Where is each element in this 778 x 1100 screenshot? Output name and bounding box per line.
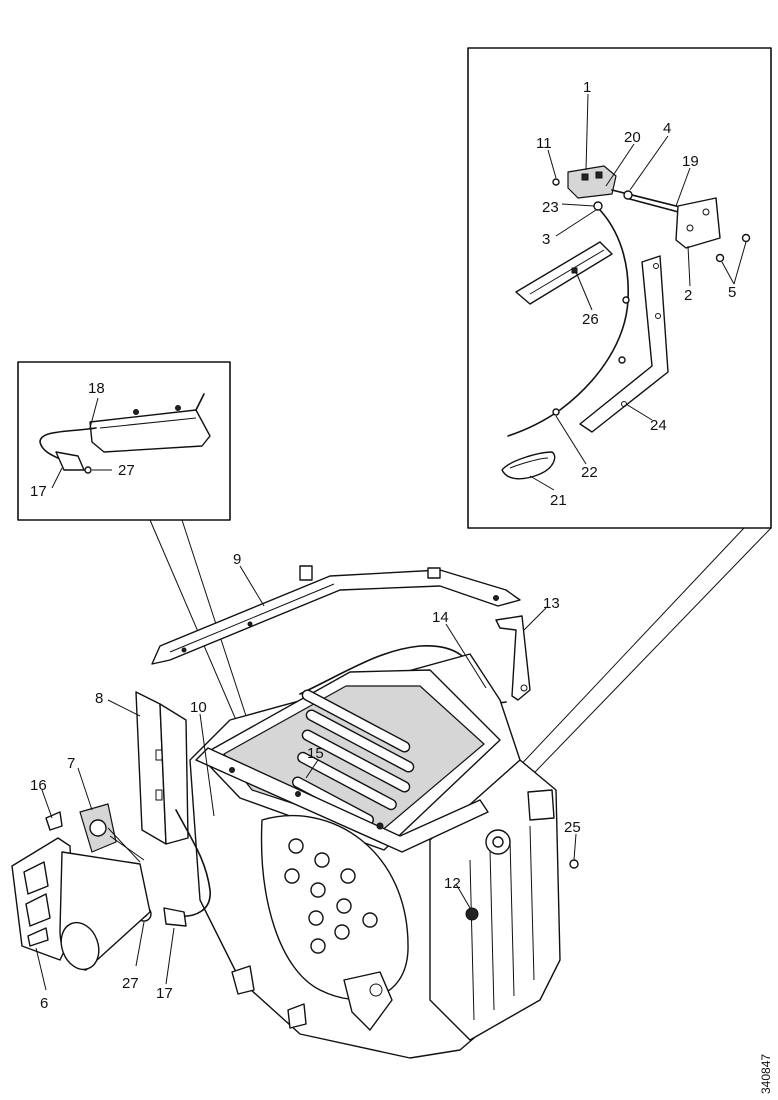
callout-10: 10	[190, 699, 207, 716]
callout-27-detail: 27	[118, 462, 135, 479]
callout-13: 13	[543, 595, 560, 612]
callout-26: 26	[582, 311, 599, 328]
callout-16: 16	[30, 777, 47, 794]
callout-14: 14	[432, 609, 449, 626]
machine-cabinet	[189, 653, 579, 1059]
detail-box-left	[17, 361, 247, 721]
callout-24: 24	[650, 417, 667, 434]
callout-7: 7	[67, 755, 75, 772]
callout-20: 20	[624, 129, 641, 146]
callout-1: 1	[583, 79, 591, 96]
callout-15: 15	[307, 745, 324, 762]
callout-18: 18	[88, 380, 105, 397]
callout-19: 19	[682, 153, 699, 170]
callout-8: 8	[95, 690, 103, 707]
callout-17-detail: 17	[30, 483, 47, 500]
callout-6: 6	[40, 995, 48, 1012]
callout-25: 25	[564, 819, 581, 836]
callout-21: 21	[550, 492, 567, 509]
top-frame-bar-9	[151, 565, 521, 665]
cable-bracket-detail	[39, 393, 211, 474]
callout-11: 11	[536, 135, 552, 152]
callout-4: 4	[663, 120, 671, 137]
callout-17: 17	[156, 985, 173, 1002]
callout-2: 2	[684, 287, 692, 304]
detail-box-left-leaders	[51, 397, 112, 489]
callout-5: 5	[728, 284, 736, 301]
side-bracket-8	[135, 691, 189, 845]
callout-9: 9	[233, 551, 241, 568]
motor-assembly-6-7	[11, 803, 151, 971]
switch-assembly-detail	[501, 165, 751, 480]
detail-box-right-leaders	[529, 93, 747, 491]
callout-3: 3	[542, 231, 550, 248]
callout-22: 22	[581, 464, 598, 481]
document-number: 340847	[759, 1054, 773, 1094]
detail-box-right	[467, 47, 772, 801]
callout-labels: 1 11 20 4 19 23 3 2 5 26 24 22 21 18 27 …	[30, 79, 773, 1094]
callout-23: 23	[542, 199, 559, 216]
hose-bracket-13	[495, 615, 531, 701]
callout-12: 12	[444, 875, 461, 892]
callout-27: 27	[122, 975, 139, 992]
main-leaders	[35, 565, 577, 991]
